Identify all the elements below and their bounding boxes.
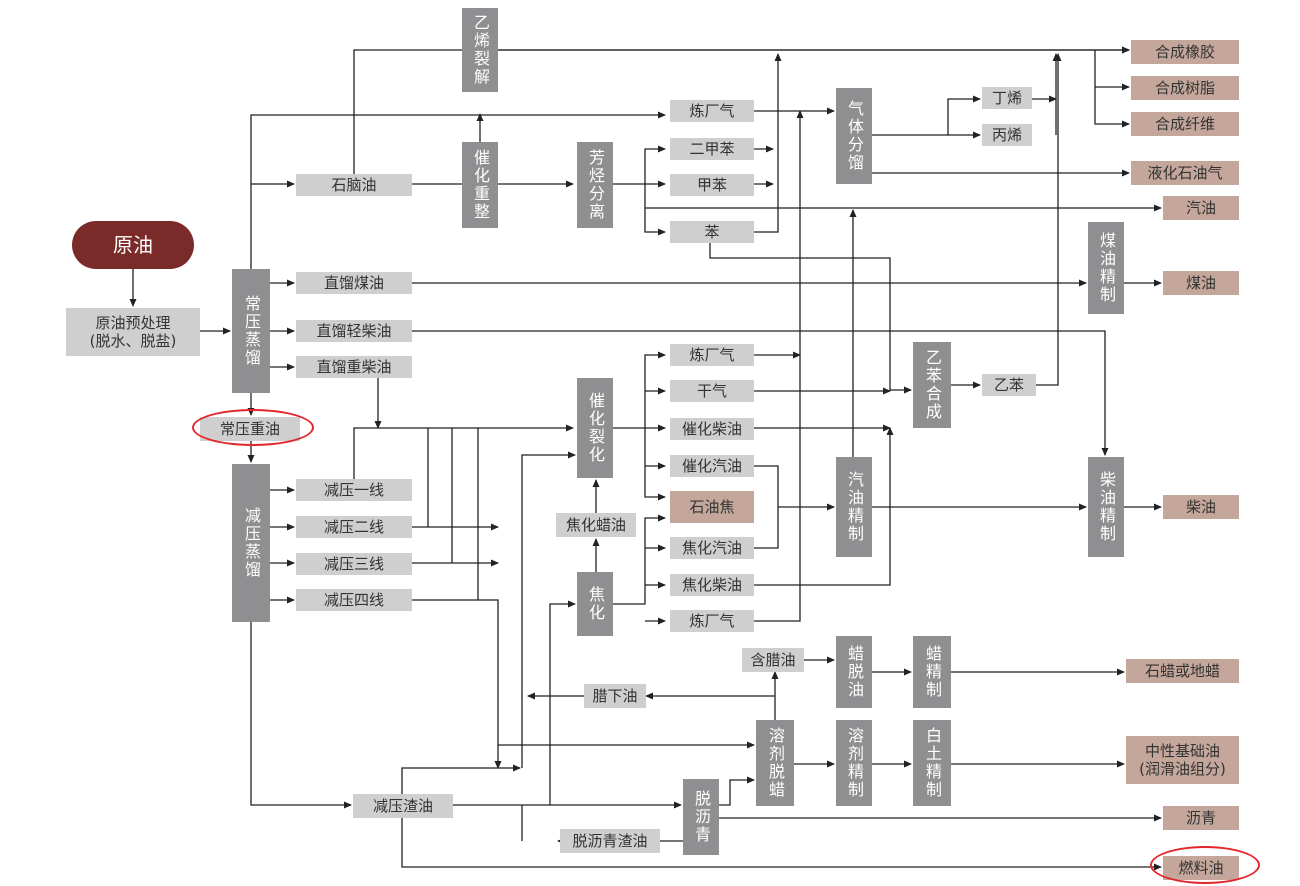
node-xylene: 二甲苯 bbox=[670, 138, 754, 160]
node-benzene: 苯 bbox=[670, 221, 754, 243]
connector-19 bbox=[644, 145, 666, 184]
connector-38 bbox=[412, 330, 1109, 456]
node-gas-frac: 气体分馏 bbox=[836, 88, 872, 184]
node-wax-deoil: 蜡脱油 bbox=[836, 636, 872, 708]
connector-63 bbox=[754, 427, 894, 586]
node-propene: 丙烯 bbox=[982, 124, 1032, 146]
node-ethylene-crack: 乙烯裂解 bbox=[462, 8, 498, 92]
node-synth-fiber: 合成纤维 bbox=[1131, 112, 1239, 136]
node-pretreat: 原油预处理 (脱水、脱盐) bbox=[66, 308, 200, 356]
node-asphalt: 沥青 bbox=[1163, 806, 1239, 830]
node-deasph-resid: 脱沥青渣油 bbox=[560, 829, 660, 853]
node-arom-sep: 芳烃分离 bbox=[577, 142, 613, 228]
node-gasoline: 汽油 bbox=[1163, 196, 1239, 220]
connector-55 bbox=[754, 465, 779, 549]
connector-51 bbox=[644, 428, 666, 501]
node-cat-gasoline: 催化汽油 bbox=[670, 455, 754, 477]
connector-26 bbox=[872, 95, 981, 136]
connector-72 bbox=[521, 451, 576, 768]
node-paraffin: 石蜡或地蜡 bbox=[1126, 659, 1239, 683]
connector-69 bbox=[401, 764, 521, 805]
node-vac4: 减压四线 bbox=[296, 589, 412, 611]
connector-33 bbox=[709, 243, 912, 394]
node-cat-reform: 催化重整 bbox=[462, 142, 498, 228]
node-atm-dist: 常压蒸馏 bbox=[232, 269, 270, 393]
node-ethylbenzene: 乙苯 bbox=[982, 374, 1036, 396]
connector-40 bbox=[353, 424, 574, 479]
node-synth-resin: 合成树脂 bbox=[1131, 76, 1239, 100]
node-butene: 丁烯 bbox=[982, 87, 1032, 109]
node-cat-crack: 催化裂化 bbox=[577, 378, 613, 478]
connector-13 bbox=[250, 622, 352, 809]
node-synth-rubber: 合成橡胶 bbox=[1131, 40, 1239, 64]
node-kerosene: 煤油 bbox=[1163, 271, 1239, 295]
connector-73 bbox=[549, 600, 576, 805]
node-solvent-dewax: 溶剂脱蜡 bbox=[756, 720, 794, 806]
connector-20 bbox=[644, 184, 666, 236]
node-coker-gasoline: 焦化汽油 bbox=[670, 537, 754, 559]
node-vac2: 减压二线 bbox=[296, 516, 412, 538]
node-deasphalt: 脱沥青 bbox=[683, 779, 719, 855]
node-gasoline-refine: 汽油精制 bbox=[836, 457, 872, 557]
node-solvent-refine: 溶剂精制 bbox=[836, 720, 872, 806]
node-refinery-gas-2: 炼厂气 bbox=[670, 344, 754, 366]
connector-45 bbox=[412, 599, 502, 769]
node-coker-diesel: 焦化柴油 bbox=[670, 574, 754, 596]
node-coking: 焦化 bbox=[577, 572, 613, 636]
node-vac3: 减压三线 bbox=[296, 553, 412, 575]
node-sr-kero: 直馏煤油 bbox=[296, 272, 412, 294]
node-crude: 原油 bbox=[72, 221, 194, 269]
connector-35 bbox=[1036, 53, 1062, 386]
connector-25 bbox=[754, 53, 782, 233]
node-coker-wax: 焦化蜡油 bbox=[556, 513, 636, 537]
connector-48 bbox=[644, 351, 666, 428]
node-vac-resid: 减压渣油 bbox=[353, 794, 453, 818]
node-waxy-oil: 含腊油 bbox=[742, 648, 804, 672]
connector-70 bbox=[401, 805, 1162, 871]
node-sr-heavy-diesel: 直馏重柴油 bbox=[296, 356, 412, 378]
node-diesel: 柴油 bbox=[1163, 495, 1239, 519]
node-base-oil: 中性基础油 (润滑油组分) bbox=[1126, 736, 1239, 784]
node-sr-light-diesel: 直馏轻柴油 bbox=[296, 320, 412, 342]
node-vac1: 减压一线 bbox=[296, 479, 412, 501]
connector-64 bbox=[754, 110, 804, 622]
node-wax-refine: 蜡精制 bbox=[913, 636, 951, 708]
node-cat-diesel: 催化柴油 bbox=[670, 418, 754, 440]
node-pet-coke: 石油焦 bbox=[670, 491, 754, 523]
connector-2 bbox=[250, 111, 666, 269]
node-diesel-refine: 柴油精制 bbox=[1088, 457, 1124, 557]
node-naphtha: 石脑油 bbox=[296, 174, 412, 196]
node-lpg: 液化石油气 bbox=[1131, 161, 1239, 185]
node-toluene: 甲苯 bbox=[670, 174, 754, 196]
node-refinery-gas-3: 炼厂气 bbox=[670, 610, 754, 632]
highlight-atmospheric-residue bbox=[192, 409, 314, 446]
highlight-fuel-oil bbox=[1150, 846, 1260, 884]
connector-59 bbox=[613, 514, 666, 605]
node-ethylbenzene-syn: 乙苯合成 bbox=[913, 342, 951, 428]
node-dewax-oil: 腊下油 bbox=[584, 684, 646, 708]
node-refinery-gas-1: 炼厂气 bbox=[670, 100, 754, 122]
node-kero-refine: 煤油精制 bbox=[1088, 222, 1124, 314]
connector-78 bbox=[719, 776, 755, 806]
node-dry-gas: 干气 bbox=[670, 380, 754, 402]
node-clay-refine: 白土精制 bbox=[913, 720, 951, 806]
node-vac-dist: 减压蒸馏 bbox=[232, 464, 270, 622]
connector-31 bbox=[1094, 50, 1130, 128]
